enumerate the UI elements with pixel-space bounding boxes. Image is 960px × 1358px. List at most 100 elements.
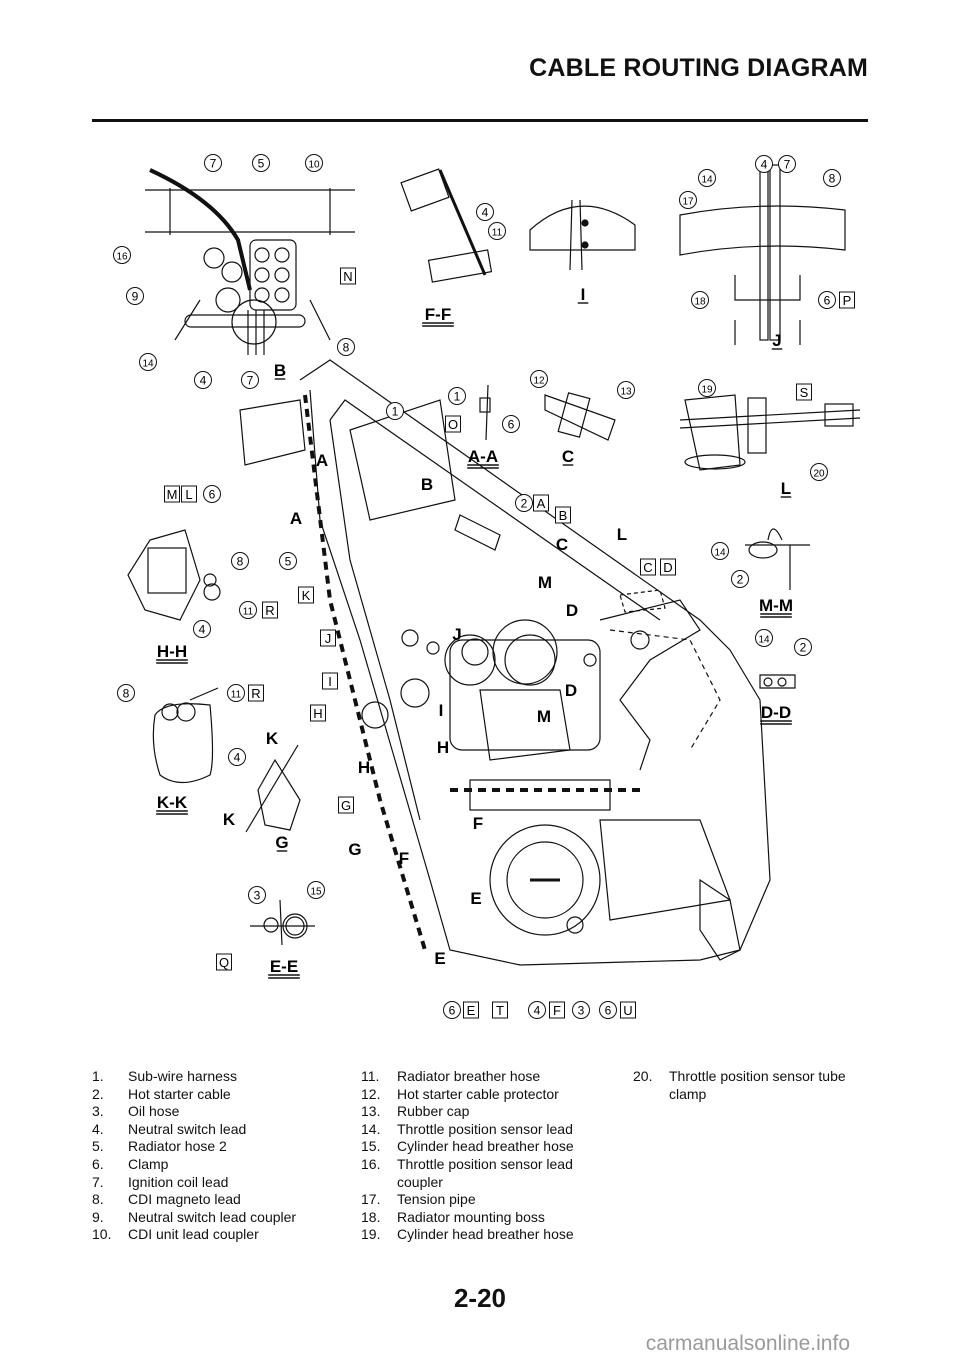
legend-item: 15. Cylinder head breather hose <box>361 1138 621 1156</box>
callout-box: R <box>248 684 264 702</box>
section-marker-m: M <box>537 707 551 726</box>
callout-box: E <box>463 1001 479 1019</box>
view-i <box>529 199 636 271</box>
view-a-a <box>479 384 491 441</box>
callout-box: F <box>549 1001 565 1019</box>
svg-text:20: 20 <box>813 469 825 480</box>
svg-text:14: 14 <box>142 359 154 370</box>
legend-column-3: 20. Throttle position sensor tube clamp <box>633 1068 873 1103</box>
svg-text:S: S <box>800 385 809 400</box>
callout-number: 6 <box>599 1001 617 1019</box>
view-l <box>679 394 861 471</box>
svg-text:4: 4 <box>200 374 207 388</box>
legend-item: 4.Neutral switch lead <box>92 1121 352 1139</box>
view-j <box>679 164 846 345</box>
callout-box: R <box>262 601 278 619</box>
view-label-f-f: F-F <box>425 305 451 324</box>
svg-text:12: 12 <box>533 376 545 387</box>
legend-item-text: Rubber cap <box>397 1103 470 1120</box>
callout-number: 7 <box>241 371 259 389</box>
legend-item-number: 10. <box>92 1226 112 1243</box>
legend-item-text: Neutral switch lead <box>128 1120 247 1137</box>
callout-number: 15 <box>307 881 325 899</box>
legend-item-text: Sub-wire harness <box>128 1068 237 1084</box>
svg-text:N: N <box>343 269 352 284</box>
callout-number: 4 <box>193 620 211 638</box>
svg-text:11: 11 <box>492 228 503 239</box>
svg-text:E: E <box>467 1003 476 1018</box>
view-label-b: B <box>274 361 286 380</box>
callout-number: 1 <box>448 387 466 405</box>
legend-item-number: 20. <box>633 1068 653 1084</box>
legend-item-text: Cylinder head breather hose <box>397 1138 574 1155</box>
callout-number: 14 <box>711 542 729 560</box>
callout-number: 5 <box>279 552 297 570</box>
legend-item: 5.Radiator hose 2 <box>92 1138 352 1156</box>
legend-item: 1.Sub-wire harness <box>92 1068 352 1086</box>
legend-item-text: Radiator breather hose <box>397 1068 541 1084</box>
callout-box: M <box>164 485 180 503</box>
svg-text:14: 14 <box>701 175 713 186</box>
svg-text:15: 15 <box>310 887 322 898</box>
svg-text:L: L <box>185 487 192 502</box>
svg-text:3: 3 <box>578 1004 585 1018</box>
legend-item: 6.Clamp <box>92 1156 352 1174</box>
svg-text:8: 8 <box>123 687 130 701</box>
callout-number: 8 <box>117 684 135 702</box>
view-k-k <box>152 687 219 784</box>
svg-text:10: 10 <box>308 160 320 171</box>
view-b <box>145 168 355 355</box>
legend-item: 17.Tension pipe <box>361 1191 621 1209</box>
section-marker-h: H <box>358 758 370 777</box>
view-d-d <box>759 674 796 689</box>
section-marker-a: A <box>316 451 328 470</box>
view-f-f <box>400 168 493 283</box>
view-label-e-e: E-E <box>270 957 298 976</box>
svg-text:6: 6 <box>824 294 831 308</box>
legend-item-number: 13. <box>361 1103 381 1120</box>
legend-item-text: Throttle position sensor lead coupler <box>397 1155 573 1190</box>
legend-item-number: 17. <box>361 1191 381 1208</box>
view-c <box>544 392 616 441</box>
svg-text:F: F <box>553 1003 561 1018</box>
callout-number: 8 <box>337 338 355 356</box>
svg-text:8: 8 <box>829 172 836 186</box>
callout-box: J <box>320 629 336 647</box>
svg-text:C: C <box>643 560 652 575</box>
legend-item-text: Throttle position sensor tube clamp <box>669 1068 846 1102</box>
callout-number: 10 <box>305 154 323 172</box>
callout-box: K <box>298 586 314 604</box>
legend-item-number: 5. <box>92 1138 104 1155</box>
callout-number: 16 <box>113 246 131 264</box>
title-divider <box>92 119 868 122</box>
callout-number: 13 <box>617 381 635 399</box>
legend-item-number: 16. <box>361 1155 381 1172</box>
callout-box: C <box>640 558 656 576</box>
svg-text:P: P <box>843 293 852 308</box>
callout-number: 2 <box>515 494 533 512</box>
callout-number: 5 <box>252 154 270 172</box>
legend-item: 16. Throttle position sensor lead coupler <box>361 1156 621 1191</box>
view-m-m <box>745 528 810 590</box>
svg-text:11: 11 <box>231 690 242 701</box>
legend-item-number: 15. <box>361 1138 381 1155</box>
callout-number: 2 <box>794 638 812 656</box>
legend-item-number: 3. <box>92 1103 104 1120</box>
svg-text:U: U <box>623 1003 632 1018</box>
view-label-i: I <box>581 285 586 304</box>
svg-text:4: 4 <box>534 1004 541 1018</box>
callout-box: O <box>445 415 461 433</box>
svg-text:2: 2 <box>521 497 528 511</box>
callout-number: 1 <box>386 402 404 420</box>
section-marker-c: C <box>556 535 568 554</box>
legend-item: 3.Oil hose <box>92 1103 352 1121</box>
callout-number: 14 <box>698 169 716 187</box>
page-number: 2-20 <box>453 1283 507 1313</box>
callout-number: 6 <box>443 1001 461 1019</box>
svg-text:K: K <box>302 588 311 603</box>
svg-text:7: 7 <box>210 157 217 171</box>
legend-item-text: Throttle position sensor lead <box>397 1120 573 1137</box>
callout-number: 6 <box>203 485 221 503</box>
svg-text:2: 2 <box>737 573 744 587</box>
view-label-j: J <box>772 331 781 350</box>
